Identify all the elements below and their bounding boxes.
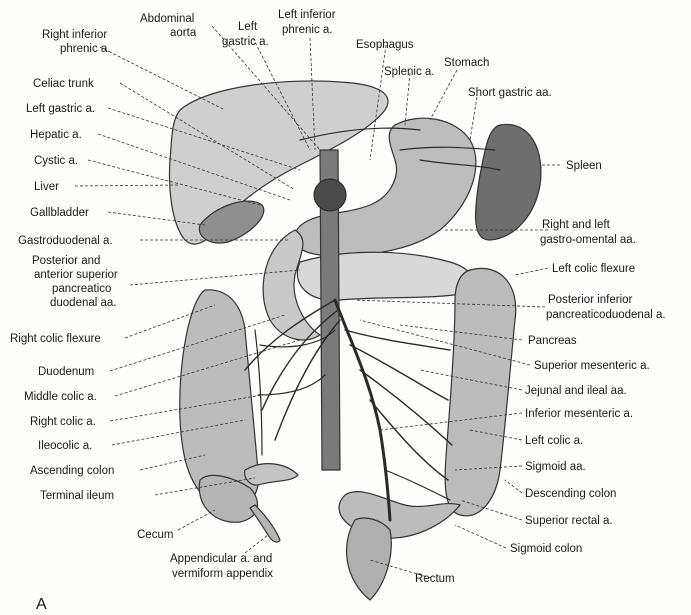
- label-hepatic-a: Hepatic a.: [30, 129, 82, 141]
- label-left-gastric-a-left: Left gastric a.: [26, 103, 95, 115]
- label-terminal-ileum: Terminal ileum: [40, 490, 114, 502]
- label-splenic-a: Splenic a.: [384, 66, 435, 78]
- descending-colon-shape: [445, 268, 516, 515]
- label-left-inferior-phrenic-a-line2: phrenic a.: [282, 24, 333, 36]
- label-right-left-gastro-omental-line1: Right and left: [542, 219, 611, 231]
- label-spleen: Spleen: [566, 160, 602, 172]
- label-left-gastric-a-top-line2: gastric a.: [222, 36, 269, 48]
- label-duodenum: Duodenum: [38, 366, 94, 378]
- spleen-shape: [476, 124, 541, 240]
- label-ileocolic-a: Ileocolic a.: [38, 440, 92, 452]
- label-post-ant-sup-pancreaticoduodenal-line2: anterior superior: [34, 269, 118, 281]
- label-left-gastric-a-top-line1: Left: [238, 21, 258, 33]
- label-esophagus: Esophagus: [356, 39, 414, 51]
- label-short-gastric-aa: Short gastric aa.: [468, 87, 552, 99]
- label-cystic-a: Cystic a.: [34, 155, 78, 167]
- label-right-left-gastro-omental-line2: gastro-omental aa.: [540, 234, 636, 246]
- label-inferior-mesenteric-a: Inferior mesenteric a.: [525, 408, 633, 420]
- label-right-inferior-phrenic-a-line2: phrenic a.: [60, 43, 111, 55]
- label-appendicular-a-line2: vermiform appendix: [172, 568, 273, 580]
- label-ascending-colon: Ascending colon: [30, 465, 114, 477]
- figure-panel-letter: A: [36, 596, 47, 613]
- label-abdominal-aorta-line2: aorta: [170, 27, 197, 39]
- label-sigmoid-colon: Sigmoid colon: [510, 543, 582, 555]
- label-liver: Liver: [34, 181, 59, 193]
- label-appendicular-a-line1: Appendicular a. and: [170, 553, 272, 565]
- rectum-shape: [347, 518, 392, 600]
- label-left-colic-flexure: Left colic flexure: [552, 263, 635, 275]
- label-gastroduodenal-a: Gastroduodenal a.: [18, 235, 113, 247]
- label-right-colic-flexure: Right colic flexure: [10, 333, 101, 345]
- label-right-inferior-phrenic-a-line1: Right inferior: [42, 29, 107, 41]
- label-left-colic-a: Left colic a.: [525, 435, 583, 447]
- label-post-ant-sup-pancreaticoduodenal-line3: pancreatico: [52, 283, 111, 295]
- label-abdominal-aorta-line1: Abdominal: [140, 13, 194, 25]
- label-rectum: Rectum: [415, 573, 455, 585]
- label-jejunal-ileal-aa: Jejunal and ileal aa.: [525, 385, 627, 397]
- label-post-ant-inf-pancreaticoduodenal-line2: pancreaticoduodenal a.: [546, 309, 666, 321]
- label-superior-mesenteric-a: Superior mesenteric a.: [534, 360, 650, 372]
- appendix-shape: [250, 505, 280, 542]
- label-post-ant-sup-pancreaticoduodenal-line1: Posterior and: [32, 255, 100, 267]
- label-right-colic-a: Right colic a.: [30, 416, 96, 428]
- label-middle-colic-a: Middle colic a.: [24, 391, 97, 403]
- label-left-inferior-phrenic-a-line1: Left inferior: [278, 9, 336, 21]
- label-post-ant-sup-pancreaticoduodenal-line4: duodenal aa.: [50, 297, 117, 309]
- celiac-trunk-shape: [314, 179, 346, 211]
- label-pancreas: Pancreas: [528, 335, 577, 347]
- label-sigmoid-aa: Sigmoid aa.: [525, 461, 586, 473]
- label-stomach: Stomach: [444, 57, 489, 69]
- label-gallbladder: Gallbladder: [30, 207, 89, 219]
- label-post-ant-inf-pancreaticoduodenal-line1: Posterior inferior: [548, 294, 633, 306]
- label-superior-rectal-a: Superior rectal a.: [525, 515, 613, 527]
- label-descending-colon: Descending colon: [525, 488, 616, 500]
- label-cecum: Cecum: [137, 529, 173, 541]
- terminal-ileum-shape: [245, 464, 298, 485]
- label-celiac-trunk: Celiac trunk: [33, 78, 94, 90]
